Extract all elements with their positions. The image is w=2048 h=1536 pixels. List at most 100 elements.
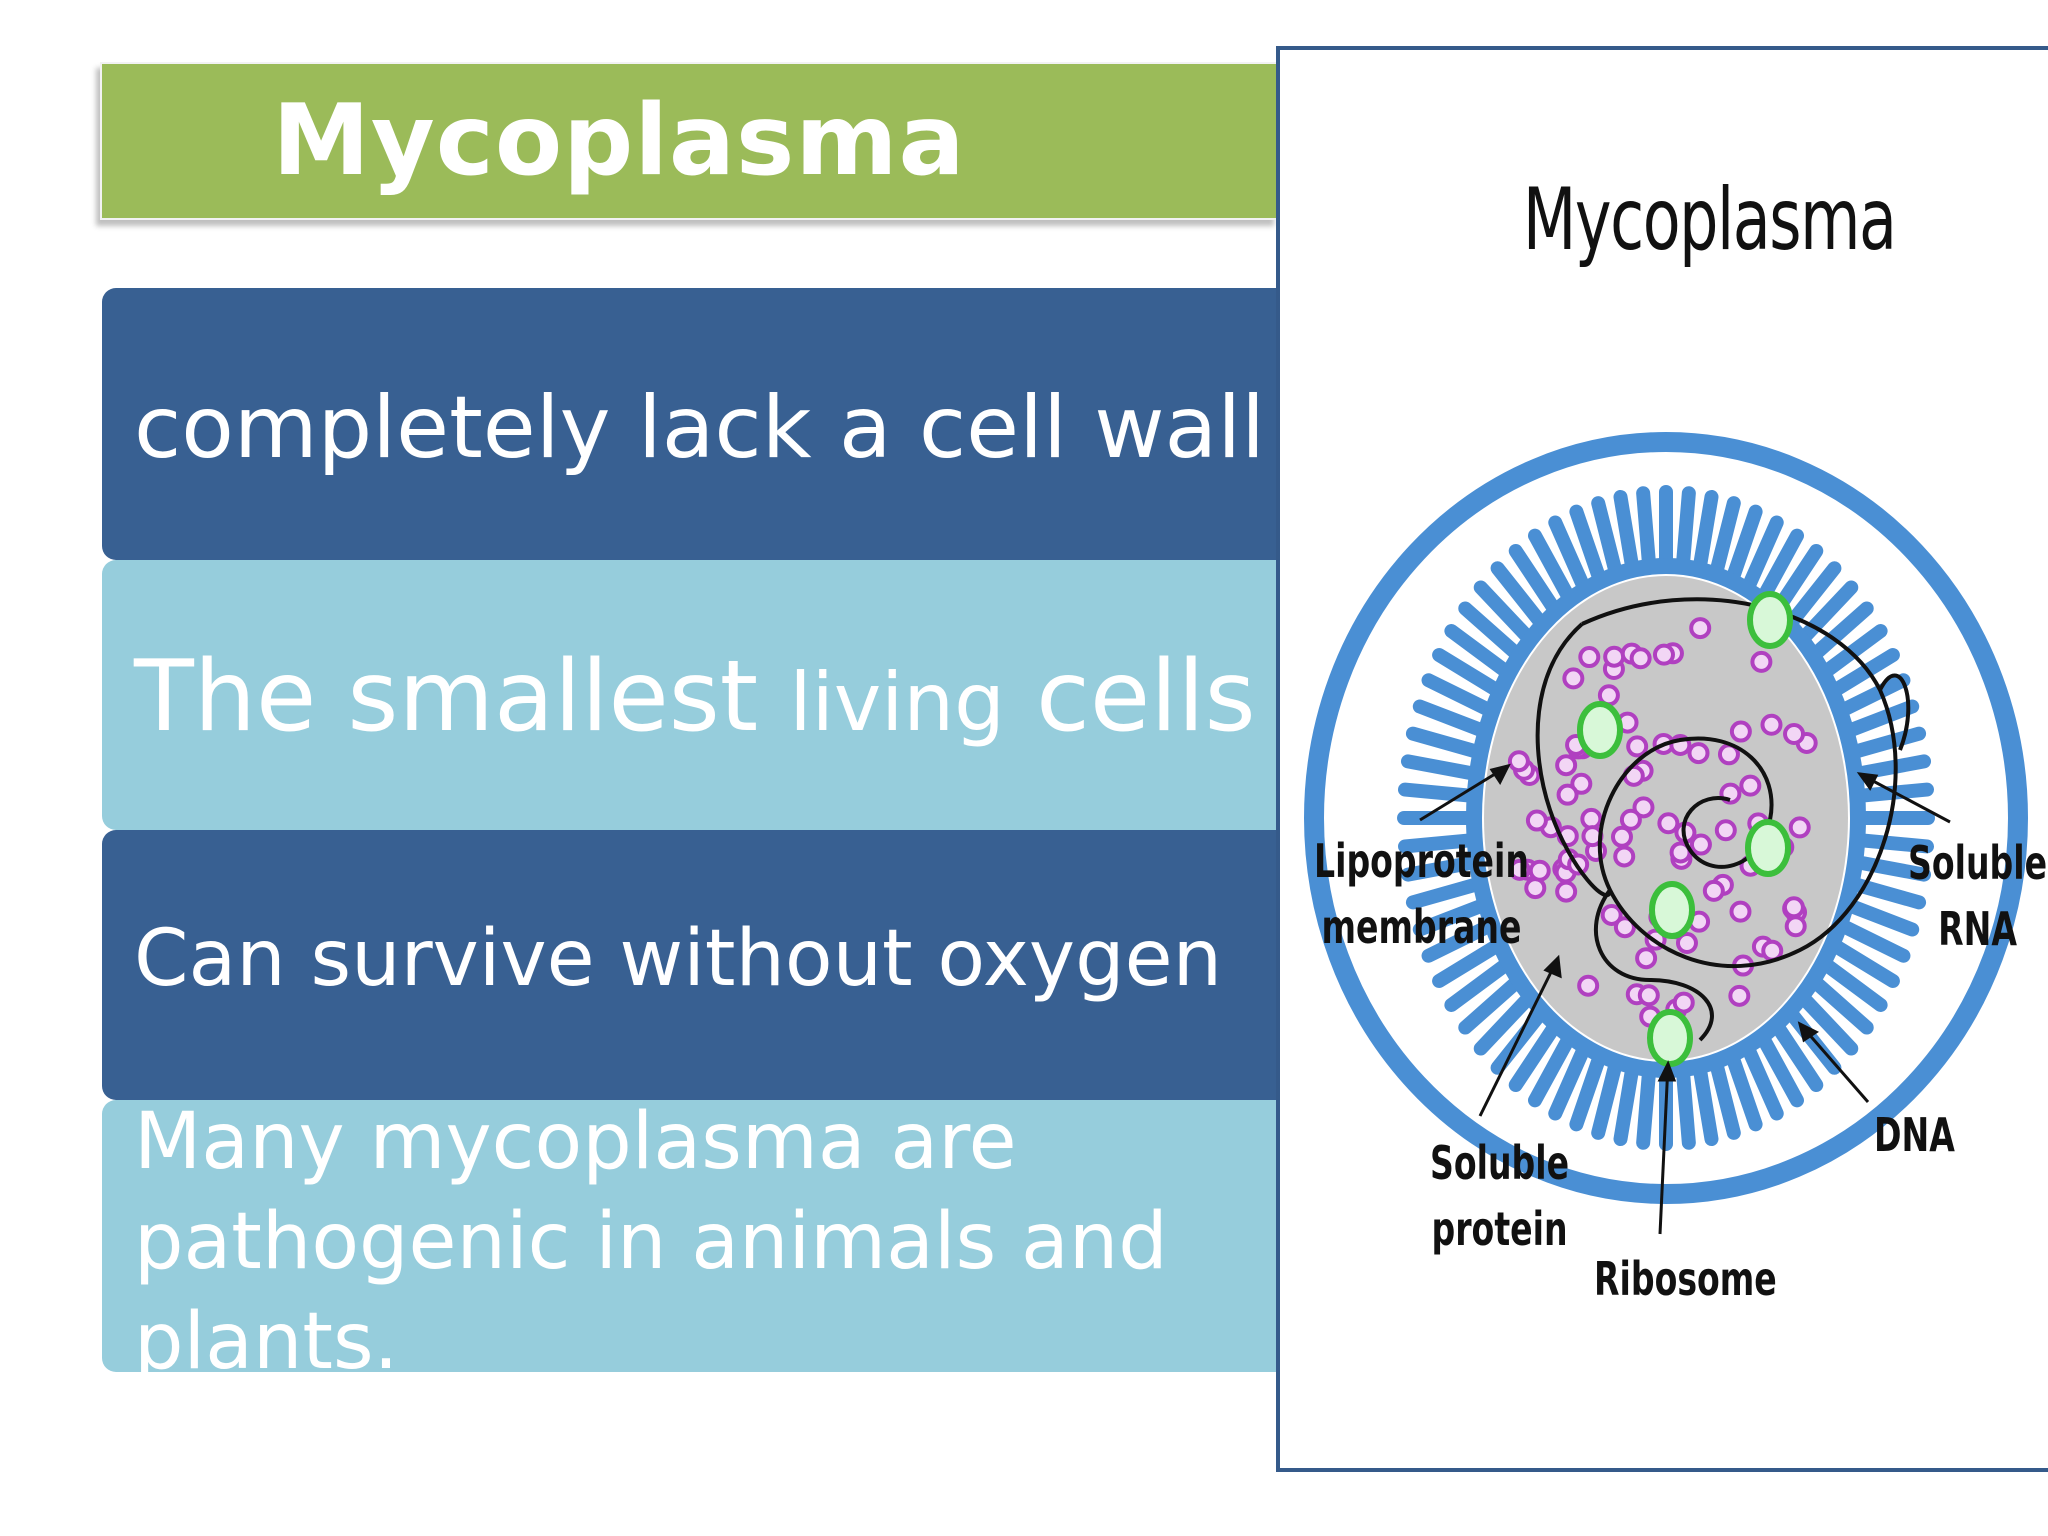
label-lipoprotein-line1: Lipoprotein	[1314, 834, 1529, 888]
membrane-spike	[1473, 580, 1538, 647]
membrane-spike	[1421, 917, 1499, 963]
membrane-spike	[1692, 1059, 1719, 1147]
membrane-spike	[1816, 955, 1888, 1012]
protein-dot	[1750, 650, 1773, 673]
label-soluble-rna-line2: RNA	[1938, 902, 2017, 956]
membrane-spike	[1432, 937, 1507, 988]
membrane-spike	[1794, 989, 1859, 1056]
membrane-spike	[1636, 1062, 1657, 1150]
protein-dot	[1556, 783, 1579, 806]
protein-dot	[1508, 858, 1531, 881]
protein-dot	[1788, 816, 1811, 839]
membrane-ring	[1304, 432, 2028, 1204]
membrane-spike	[1400, 754, 1484, 782]
bullet-text-3: Can survive without oxygen	[134, 914, 1223, 1004]
protein-dot	[1610, 825, 1633, 848]
protein-dot	[1626, 735, 1649, 758]
protein-dot	[1689, 617, 1712, 640]
ribosome-granule	[1577, 701, 1623, 759]
dna-strand	[1535, 597, 1911, 1042]
ribosome-granule	[1649, 881, 1695, 939]
membrane-spike	[1444, 955, 1516, 1012]
membrane-spike	[1458, 972, 1526, 1035]
protein-dot	[1600, 903, 1623, 926]
membrane-spike	[1708, 1054, 1741, 1140]
membrane-spike	[1825, 648, 1900, 699]
bullet-band-2: The smallest living cells	[102, 560, 1278, 830]
membrane-spike	[1528, 528, 1577, 607]
membrane-spike	[1490, 1004, 1550, 1075]
membrane-spike	[1833, 673, 1911, 719]
membrane-spike	[1708, 496, 1741, 582]
protein-dot	[1729, 720, 1752, 743]
bullet-text-1: completely lack a cell wall	[134, 378, 1266, 478]
membrane-spike	[1806, 601, 1874, 664]
membrane-spike	[1432, 648, 1507, 699]
membrane-spike	[1444, 624, 1516, 681]
protein-dot	[1524, 877, 1547, 900]
protein-dot	[1507, 750, 1530, 773]
membrane-spike	[1724, 1047, 1763, 1132]
membrane-spike	[1548, 515, 1592, 597]
ribosome-granule	[1647, 1009, 1693, 1067]
label-soluble-protein-line1: Soluble	[1430, 1136, 1570, 1190]
ribosome-granule	[1745, 819, 1791, 877]
membrane-spike	[1508, 1017, 1563, 1093]
membrane-spike	[1458, 601, 1526, 664]
membrane-spike	[1740, 515, 1784, 597]
pointer-arrows	[1419, 763, 1951, 1235]
label-lipoprotein-line2: membrane	[1321, 900, 1522, 954]
membrane-spike	[1692, 489, 1719, 577]
protein-dot	[1760, 713, 1783, 736]
protein-dot	[1687, 742, 1710, 765]
label-lipoprotein-membrane: Lipoprotein membrane	[1314, 828, 1529, 960]
protein-dot	[1613, 916, 1636, 939]
protein-dot	[1784, 915, 1807, 938]
membrane-spike	[1740, 1039, 1784, 1121]
membrane-spike	[1490, 561, 1550, 632]
protein-dot	[1555, 754, 1578, 777]
protein-dot	[1580, 807, 1603, 830]
membrane-spike	[1850, 832, 1935, 854]
protein-dot	[1619, 808, 1642, 831]
protein-dot	[1578, 646, 1601, 669]
protein-dot	[1652, 643, 1675, 666]
mycoplasma-cell-diagram	[1304, 432, 2028, 1235]
slide-title-banner: Mycoplasma	[100, 62, 1278, 220]
membrane-spike	[1825, 937, 1900, 988]
membrane-spike	[1397, 832, 1482, 854]
protein-dot	[1555, 880, 1578, 903]
label-soluble-rna: Soluble RNA	[1908, 830, 2047, 962]
protein-dot	[1528, 859, 1551, 882]
membrane-spike	[1769, 1017, 1824, 1093]
membrane-spike	[1421, 673, 1499, 719]
protein-dot	[1657, 812, 1680, 835]
membrane-spike	[1794, 580, 1859, 647]
membrane-spike	[1848, 754, 1932, 782]
membrane-spike	[1755, 1029, 1804, 1108]
slide-title: Mycoplasma	[272, 84, 966, 198]
bullet-band-3: Can survive without oxygen	[102, 830, 1278, 1100]
protein-dot	[1729, 900, 1752, 923]
membrane-spike	[1412, 897, 1493, 937]
ribosome-granules	[1577, 591, 1793, 1067]
membrane-spike	[1613, 489, 1640, 577]
membrane-spike	[1412, 699, 1493, 739]
mycoplasma-figure: Mycoplasma Lipoprotein membrane Soluble …	[1276, 46, 2048, 1472]
membrane-spike	[1400, 854, 1484, 882]
membrane-spike	[1508, 543, 1563, 619]
protein-dot	[1728, 984, 1751, 1007]
protein-dot	[1689, 833, 1712, 856]
membrane-spike	[1591, 1054, 1624, 1140]
label-soluble-protein-line2: protein	[1431, 1202, 1568, 1256]
protein-dot	[1637, 984, 1660, 1007]
membrane-spike	[1675, 486, 1696, 574]
bullet-text-2-main: The smallest	[134, 640, 790, 754]
protein-dot	[1570, 772, 1593, 795]
bullet-text-4: Many mycoplasma are pathogenic in animal…	[134, 1097, 1168, 1387]
membrane-spike	[1473, 989, 1538, 1056]
membrane-spike	[1528, 1029, 1577, 1108]
membrane-spike	[1613, 1059, 1640, 1147]
label-dna: DNA	[1874, 1102, 1955, 1168]
protein-dot	[1782, 896, 1805, 919]
